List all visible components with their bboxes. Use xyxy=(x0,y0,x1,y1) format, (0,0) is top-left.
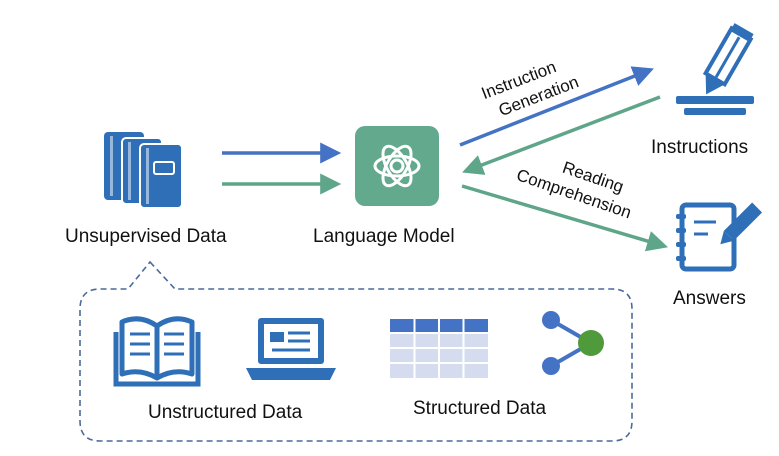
unsupervised-data-label: Unsupervised Data xyxy=(65,226,227,247)
instruction-generation-arrow xyxy=(459,66,654,147)
open-book-icon xyxy=(113,316,201,387)
pencil-writing-icon xyxy=(676,23,754,115)
laptop-icon xyxy=(246,318,336,380)
instructions-to-model-arrow xyxy=(462,95,661,175)
language-model-label: Language Model xyxy=(313,226,455,247)
books-icon xyxy=(104,132,183,209)
graph-nodes-icon xyxy=(542,311,604,375)
notebook-edit-icon xyxy=(676,202,763,272)
answers-label: Answers xyxy=(673,288,746,309)
instructions-label: Instructions xyxy=(651,137,748,158)
unstructured-data-label: Unstructured Data xyxy=(148,402,303,423)
data-types-callout xyxy=(79,260,633,442)
table-icon xyxy=(390,319,488,378)
structured-data-label: Structured Data xyxy=(413,398,546,419)
reading-comprehension-arrow xyxy=(461,184,669,252)
openai-logo-icon xyxy=(355,126,439,206)
